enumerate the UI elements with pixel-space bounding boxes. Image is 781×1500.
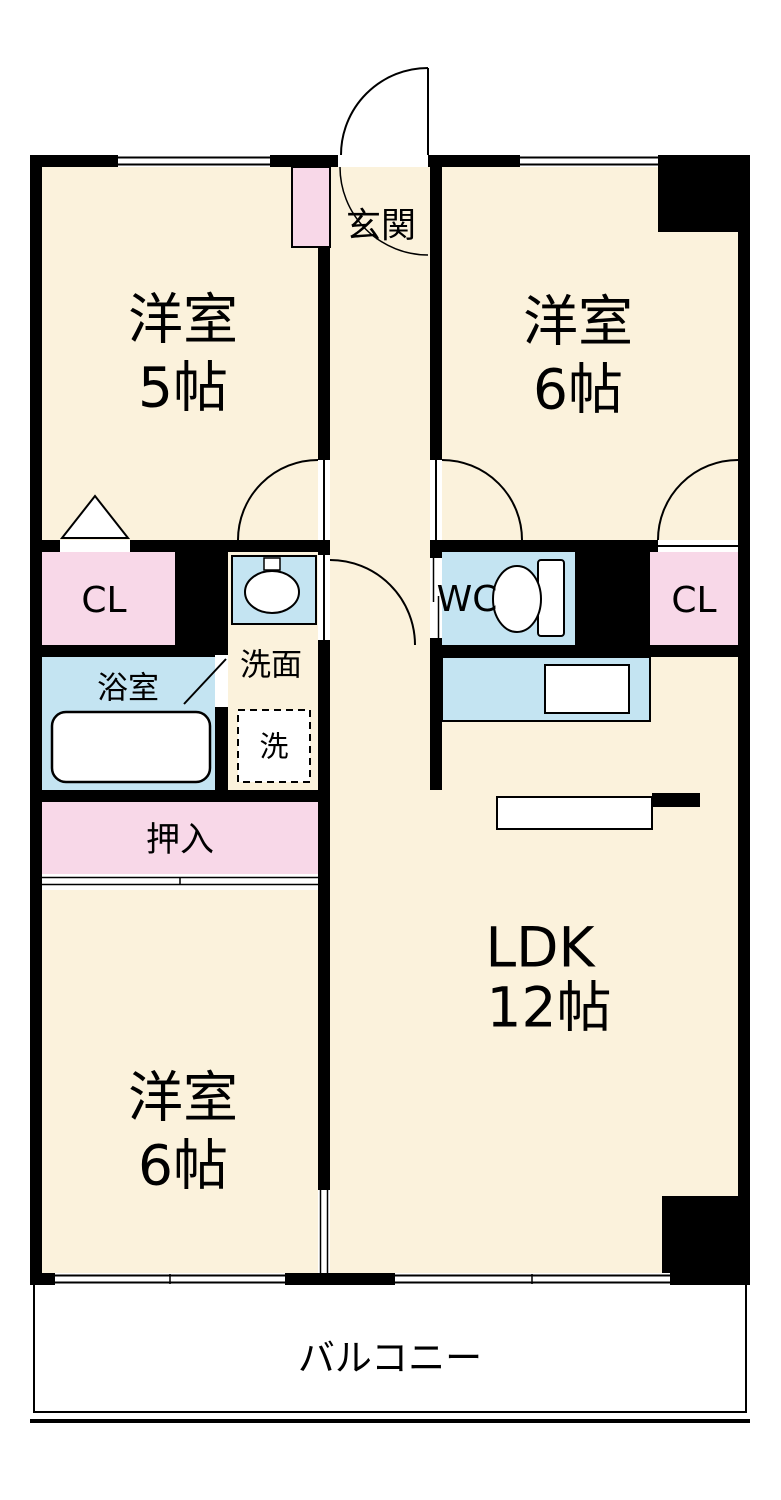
wall-center-vertical	[318, 540, 330, 1273]
wc-label: WC	[436, 579, 498, 620]
room-tl-size: 5帖	[138, 355, 228, 420]
entrance-label: 玄関	[345, 206, 417, 247]
closet-right-floor	[650, 552, 738, 645]
room-tr-door-arc	[441, 459, 523, 541]
shoe-cabinet	[291, 166, 331, 248]
room-tl-floor	[42, 167, 318, 540]
wall-bath-top	[30, 645, 228, 657]
balcony-label: バルコニー	[297, 1336, 483, 1380]
room-bl-label: 洋室	[127, 1065, 239, 1130]
pillar-top-right	[658, 155, 750, 232]
wash-basin-faucet	[263, 557, 281, 571]
kitchen-sink	[544, 664, 630, 714]
oshiire-label: 押入	[146, 820, 214, 860]
wall-left	[30, 155, 42, 1285]
washer-label: 洗	[259, 729, 289, 764]
entrance-step-arc	[339, 166, 429, 256]
closet-left-door-triangle	[59, 494, 131, 539]
bathroom-label: 浴室	[97, 670, 159, 707]
room-bl-floor	[42, 878, 318, 1273]
wall-under-room-tr	[430, 540, 658, 552]
dining-counter	[496, 796, 653, 830]
pillar-bottom-right	[662, 1196, 750, 1285]
wash-basin-bowl	[244, 570, 300, 614]
wall-block-left	[175, 540, 228, 657]
ldk-floor	[330, 645, 738, 1273]
entrance-opening	[338, 155, 428, 167]
bathroom-door-leaf	[183, 658, 227, 705]
wall-kitchen-top	[430, 645, 750, 657]
balcony-outline	[33, 1285, 747, 1413]
closet-right-label: CL	[671, 580, 717, 621]
room-tl-label: 洋室	[127, 287, 239, 352]
toilet-bowl	[492, 565, 542, 633]
ldk-size: 12帖	[486, 975, 612, 1040]
washing-machine-space	[237, 709, 311, 783]
room-bl-size: 6帖	[138, 1133, 228, 1198]
washroom-door-arc	[329, 559, 416, 646]
wall-right	[738, 155, 750, 1285]
bathtub	[50, 710, 212, 784]
room-tr-label: 洋室	[522, 289, 634, 354]
wall-oshiire-top	[30, 790, 330, 802]
closet-left-floor	[42, 552, 175, 645]
closet-right-door-arc	[657, 459, 739, 541]
washroom-label: 洗面	[240, 647, 302, 684]
wall-block-right	[575, 552, 650, 645]
entrance-door-arc	[340, 67, 429, 156]
closet-left-label: CL	[81, 580, 127, 621]
oshiire-floor	[42, 802, 318, 876]
wall-room-tl-hall	[318, 237, 330, 460]
room-tl-door-arc	[237, 459, 319, 541]
room-tr-size: 6帖	[533, 357, 623, 422]
ldk-label: LDK	[485, 915, 595, 980]
wall-under-room-tl-a	[30, 540, 60, 552]
wall-counter-stub	[652, 793, 700, 807]
wall-bath-washroom	[215, 707, 228, 790]
